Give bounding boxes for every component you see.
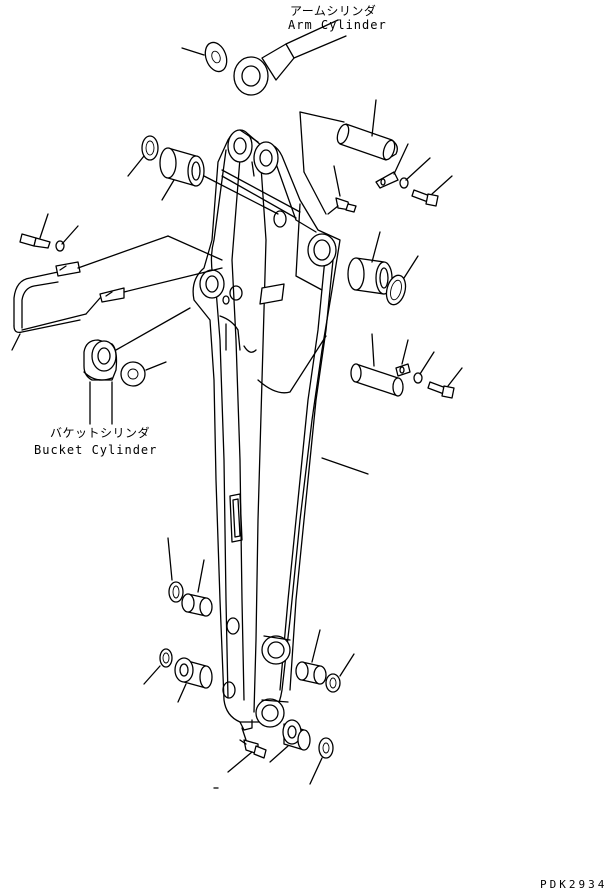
arm-cylinder-end	[233, 19, 347, 96]
lower-right-seal	[325, 653, 355, 693]
grease-fitting-bottom	[227, 727, 267, 773]
top-left-seal	[127, 135, 159, 177]
drawing-code: PDK2934	[540, 878, 608, 891]
bucket-cylinder-pin	[350, 333, 404, 397]
bucket-pin-lock-set	[395, 339, 463, 399]
lower-left-seal	[167, 537, 184, 603]
top-pin-lock-set	[375, 143, 453, 207]
mid-seal	[385, 255, 419, 306]
grease-fitting-top	[327, 165, 357, 215]
grab-bar	[11, 235, 223, 351]
arm-cylinder-label-jp: アームシリンダ	[290, 4, 377, 18]
bottom-seal	[309, 737, 334, 785]
arm-body	[192, 129, 341, 731]
lower-left-flanged-bushing	[174, 657, 213, 703]
arm-cylinder-washer	[181, 41, 228, 73]
arm-cylinder-label-en: Arm Cylinder	[288, 18, 387, 32]
mid-bushing	[347, 231, 393, 295]
lower-left-bushing	[181, 559, 213, 617]
bolt-and-washer-left	[19, 213, 79, 252]
top-left-bushing	[159, 147, 279, 215]
lower-left-seal-2	[143, 648, 173, 685]
arm-body-leader	[321, 457, 369, 475]
bucket-cylinder-end	[83, 307, 191, 425]
bottom-flanged-bushing	[269, 719, 311, 763]
bucket-cylinder-label-jp: バケットシリンダ	[50, 426, 151, 440]
bucket-cylinder-label-en: Bucket Cylinder	[34, 443, 158, 457]
lower-right-bushing	[295, 629, 327, 685]
arm-cylinder-pin	[299, 99, 398, 215]
bucket-cylinder-washer	[120, 361, 167, 387]
